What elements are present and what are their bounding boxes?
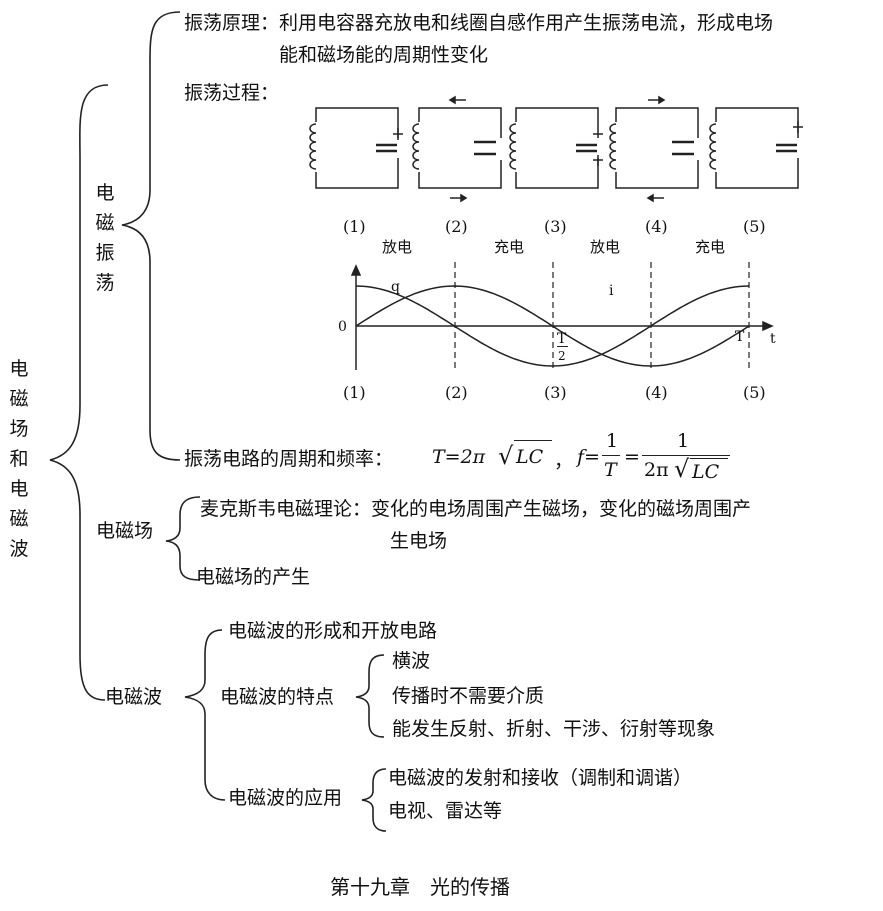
oscillation-title-text: 电磁振荡: [95, 182, 115, 294]
lc-circuits: [309, 95, 803, 203]
circuit-1: [309, 107, 403, 189]
principle-line-2: 能和磁场能的周期性变化: [279, 44, 489, 66]
oscillation-title: 电磁振荡: [93, 178, 117, 298]
formula-LC: LC: [516, 446, 544, 468]
wave-application-2: 电视、雷达等: [388, 800, 503, 822]
fraction-bar-2: [642, 455, 730, 456]
y-axis-arrow: [350, 264, 362, 276]
applications-brace: [361, 768, 387, 832]
circuit-3: [509, 107, 603, 189]
plot-mark-half-T-denominator: 2: [558, 349, 566, 363]
plot-mark-half-T-numerator: T: [557, 331, 567, 347]
plot-label-i: i: [609, 283, 614, 299]
circuit-label-1: (1): [343, 217, 366, 236]
circuit-label-5: (5): [743, 217, 766, 236]
circuit-label-3: (3): [544, 217, 567, 236]
plot-label-1: (1): [343, 383, 366, 402]
formula-num-2: 1: [677, 430, 690, 452]
maxwell-line-2: 生电场: [390, 530, 448, 552]
plot-label-2: (2): [445, 383, 468, 402]
principle-line-1: 振荡原理：利用电容器充放电和线圈自感作用产生振荡电流，形成电场: [184, 12, 774, 34]
features-brace: [355, 654, 385, 738]
chapter-title: 第十九章 光的传播: [330, 875, 510, 899]
plot-label-4: (4): [645, 383, 668, 402]
root-title: 电磁场和电磁波: [7, 354, 31, 564]
phase-label-2: 充电: [494, 238, 525, 256]
period-label: 振荡电路的周期和频率：: [184, 448, 394, 470]
plot-mark-T: T: [735, 329, 745, 345]
field-brace: [165, 496, 201, 581]
plot-axis-t: t: [770, 331, 776, 347]
phase-label-1: 放电: [382, 238, 413, 256]
formula-eq: =: [624, 446, 640, 468]
wave-applications-title: 电磁波的应用: [228, 787, 343, 809]
oscillation-brace: [121, 11, 181, 461]
wave-feature-3: 能发生反射、折射、干涉、衍射等现象: [392, 718, 716, 740]
root-title-text: 电磁场和电磁波: [9, 358, 29, 560]
wave-formation: 电磁波的形成和开放电路: [228, 620, 438, 642]
plot-axes: [350, 264, 774, 370]
wave-brace: [184, 629, 226, 801]
plot-series: [355, 285, 750, 367]
root-brace: [49, 84, 109, 701]
circuit-5: [709, 107, 803, 189]
plot-origin: 0: [338, 319, 347, 335]
process-label: 振荡过程：: [184, 82, 280, 104]
wave-feature-2: 传播时不需要介质: [392, 685, 545, 707]
formula-den-2pi: 2π: [644, 459, 669, 481]
formula-T: T=2π: [432, 446, 486, 468]
formula-f: f=: [577, 446, 600, 468]
sqrt-sign-2: √: [674, 455, 690, 483]
x-axis-arrow: [762, 320, 774, 332]
sqrt-bar-1: [514, 440, 552, 441]
phase-label-4: 充电: [695, 238, 726, 256]
wave-title: 电磁波: [105, 686, 163, 708]
fraction-bar-1: [602, 455, 620, 456]
field-generation: 电磁场的产生: [196, 566, 311, 588]
wave-feature-1: 横波: [392, 650, 431, 672]
formula-comma: ，: [554, 450, 574, 472]
maxwell-line-1: 麦克斯韦电磁理论：变化的电场周围产生磁场，变化的磁场周围产: [200, 498, 752, 520]
circuit-label-2: (2): [445, 217, 468, 236]
circuit-label-4: (4): [645, 217, 668, 236]
wave-application-1: 电磁波的发射和接收（调制和调谐）: [388, 767, 693, 789]
sqrt-bar-2: [690, 458, 728, 459]
formula-LC-2: LC: [692, 461, 720, 483]
plot-label-5: (5): [743, 383, 766, 402]
plot-dividers: [454, 262, 750, 372]
formula-num-1: 1: [606, 430, 619, 452]
phase-label-3: 放电: [590, 238, 621, 256]
series-q-curve: [355, 285, 750, 367]
circuit-2: [412, 95, 505, 203]
plot-label-q: q: [391, 279, 400, 295]
period-formula: T=2π √ LC ， f= 1 T = 1 2π √ LC: [432, 430, 732, 492]
circuit-4: [609, 95, 702, 203]
plot-label-3: (3): [544, 383, 567, 402]
field-title: 电磁场: [96, 520, 154, 542]
formula-den-T: T: [604, 459, 617, 481]
series-i-curve: [355, 285, 750, 367]
plot-mark-half-T-bar: [557, 346, 568, 347]
sqrt-sign-1: √: [498, 442, 514, 470]
wave-features-title: 电磁波的特点: [220, 686, 335, 708]
